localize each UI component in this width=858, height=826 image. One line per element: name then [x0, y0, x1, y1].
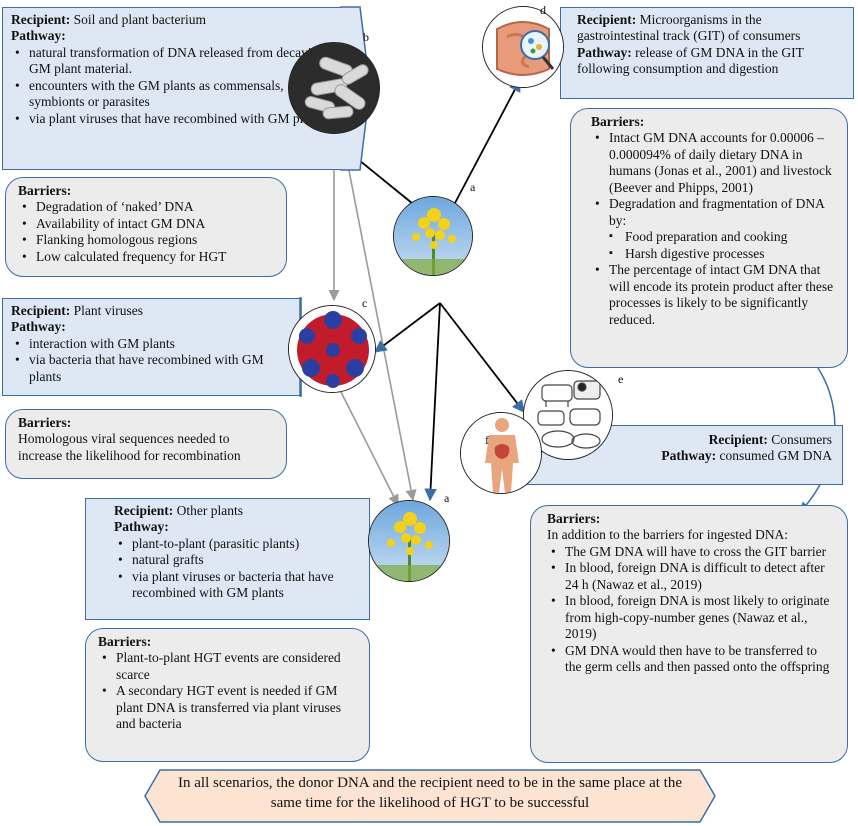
pathway-label: Pathway:	[114, 519, 169, 535]
virus-capsid-icon	[289, 306, 375, 392]
recipient-label: Recipient:	[114, 503, 174, 518]
sub-list-item: Harsh digestive processes	[609, 246, 835, 262]
list-item: Plant-to-plant HGT events are considered…	[102, 650, 357, 683]
list-item: encounters with the GM plants as commens…	[15, 78, 334, 111]
barriers-consumers-box: Barriers: In addition to the barriers fo…	[530, 505, 848, 763]
list-item: plant-to-plant (parasitic plants)	[118, 536, 361, 553]
list-item: In blood, foreign DNA is difficult to de…	[551, 560, 835, 593]
pathway-label: Pathway:	[661, 448, 717, 464]
virus-image	[288, 305, 376, 393]
barriers-viruses-box: Barriers: Homologous viral sequences nee…	[5, 409, 287, 479]
recipient-name: Consumers	[771, 432, 832, 447]
list-item: A secondary HGT event is needed if GM pl…	[102, 683, 357, 732]
list-item: Availability of intact GM DNA	[22, 216, 274, 233]
pathway-label: Pathway:	[11, 319, 66, 335]
label-d: d	[540, 3, 546, 17]
barriers-title: Barriers:	[591, 114, 645, 129]
human-body-icon	[461, 413, 541, 493]
list-item: natural grafts	[118, 552, 361, 569]
recipient-git-box: Recipient: Microorganisms in the gastroi…	[560, 7, 854, 99]
label-b: b	[363, 30, 369, 44]
barriers-title: Barriers:	[18, 415, 72, 430]
recipient-label: Recipient:	[11, 12, 71, 27]
list-item: Flanking homologous regions	[22, 232, 274, 249]
intestine-icon	[483, 7, 563, 87]
barriers-bacteria-box: Barriers: Degradation of ‘naked’ DNA Ava…	[5, 177, 287, 277]
recipient-name: Other plants	[176, 503, 243, 518]
recipient-other-plants-box: Recipient: Other plants Pathway: plant-t…	[85, 498, 370, 620]
list-item: Low calculated frequency for HGT	[22, 249, 274, 266]
barriers-other-plants-box: Barriers: Plant-to-plant HGT events are …	[85, 628, 370, 762]
barriers-title: Barriers:	[18, 183, 72, 198]
arrow-to-viruses	[373, 302, 441, 353]
label-c: c	[362, 296, 368, 310]
pathway-text: consumed GM DNA	[719, 448, 833, 464]
gm-plant-other-image	[368, 500, 450, 582]
recipient-name: Soil and plant bacterium	[73, 12, 206, 27]
list-item: via plant viruses that have recombined w…	[15, 111, 334, 128]
canola-flower-icon	[369, 501, 449, 581]
recipient-bacteria-box: Recipient: Soil and plant bacterium Path…	[2, 7, 342, 170]
arrow-to-git	[454, 78, 521, 204]
canola-flower-icon	[394, 197, 472, 275]
label-e: e	[618, 372, 624, 386]
list-item: natural transformation of DNA released f…	[15, 45, 334, 78]
recipient-label: Recipient:	[11, 303, 71, 318]
list-item: via plant viruses or bacteria that have …	[118, 569, 361, 602]
bacteria-image	[288, 42, 380, 134]
recipient-label: Recipient:	[577, 12, 637, 27]
pathway-label: Pathway:	[577, 44, 632, 60]
arrow-viruses-plant	[339, 389, 399, 507]
pathway-text: release of GM DNA in the GIT following c…	[577, 44, 804, 77]
list-item: The GM DNA will have to cross the GIT ba…	[551, 544, 835, 561]
barriers-intro: In addition to the barriers for ingested…	[547, 527, 789, 543]
barriers-git-box: Barriers: Intact GM DNA accounts for 0.0…	[570, 108, 848, 368]
gut-microbiome-image	[482, 6, 564, 88]
list-item: via bacteria that have recombined with G…	[15, 352, 294, 385]
arrow-to-other-plant	[424, 302, 441, 502]
list-item: GM DNA would then have to be transferred…	[551, 643, 835, 676]
human-image	[460, 412, 542, 494]
list-item: interaction with GM plants	[15, 336, 294, 353]
barriers-text: Homologous viral sequences needed to inc…	[18, 431, 241, 463]
banner-text: In all scenarios, the donor DNA and the …	[178, 775, 682, 811]
label-a-center: a	[470, 180, 476, 194]
list-item: Intact GM DNA accounts for 0.00006 – 0.0…	[595, 130, 835, 196]
arrow-bacteria-plant	[344, 149, 417, 502]
gm-plant-center-image	[393, 196, 473, 276]
label-a-other: a	[444, 491, 450, 505]
barriers-title: Barriers:	[98, 634, 152, 649]
recipient-name: Microorganisms in the gastrointestinal t…	[577, 12, 801, 44]
list-item: Degradation of ‘naked’ DNA	[22, 199, 274, 216]
sub-list-item: Food preparation and cooking	[609, 229, 835, 245]
label-f: f	[485, 433, 489, 447]
bacteria-icon	[289, 43, 379, 133]
arrow-to-consumers	[439, 302, 525, 413]
pathway-label: Pathway:	[11, 28, 66, 44]
barriers-title: Barriers:	[547, 511, 601, 526]
recipient-label: Recipient:	[708, 432, 768, 447]
list-item: Degradation and fragmentation of DNA by:…	[595, 196, 835, 262]
recipient-name: Plant viruses	[73, 303, 143, 318]
list-item: The percentage of intact GM DNA that wil…	[595, 262, 835, 328]
recipient-viruses-box: Recipient: Plant viruses Pathway: intera…	[2, 298, 302, 396]
pathway-list: natural transformation of DNA released f…	[11, 45, 334, 128]
list-item: In blood, foreign DNA is most likely to …	[551, 593, 835, 642]
